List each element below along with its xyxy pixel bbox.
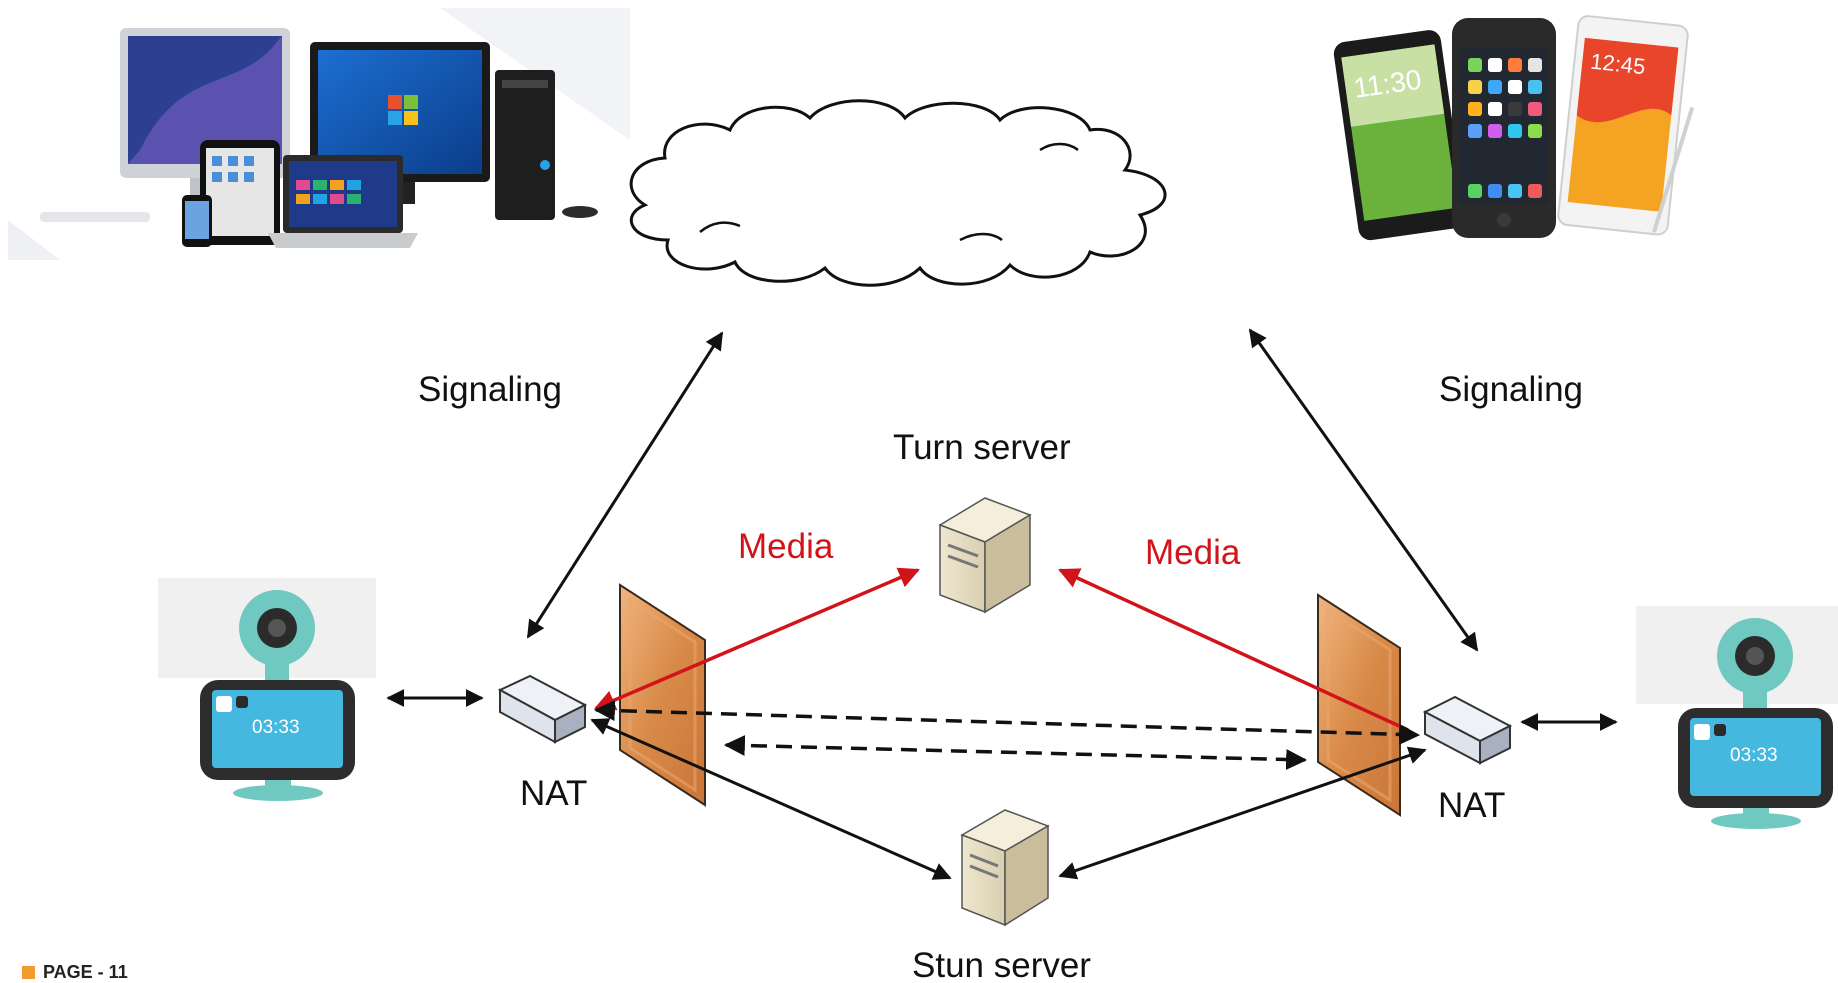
nat-label-left: NAT (520, 774, 588, 813)
signaling-label-left: Signaling (418, 370, 562, 409)
imac-icon (40, 28, 290, 222)
firewall-left (619, 583, 706, 807)
robot-left-clock: 03:33 (252, 717, 300, 738)
signaling-arrow-left (526, 331, 724, 639)
page-number: PAGE - 11 (43, 962, 128, 982)
robot-device-left: 03:33 (158, 578, 376, 801)
page-number-footer: PAGE - 11 (22, 963, 128, 981)
computer-devices-group (8, 8, 630, 260)
p2p-dashed-arrow-lower (723, 734, 1308, 771)
nat-box-left-icon (497, 674, 588, 744)
nat-label-right: NAT (1438, 786, 1506, 825)
phone-small-icon (182, 195, 212, 247)
desktop-tower-icon (495, 70, 598, 220)
turn-server-label: Turn server (893, 428, 1071, 467)
device-nat-links (386, 689, 1618, 731)
tablet-icon (200, 140, 280, 245)
windows-monitor-icon (310, 42, 490, 204)
stun-arrow-right (1058, 746, 1427, 880)
galaxy-note-icon: 12:45 (1557, 15, 1695, 236)
media-label-left: Media (738, 527, 834, 566)
signaling-arrows (526, 328, 1479, 652)
nat-box-right-icon (1422, 695, 1513, 765)
media-label-right: Media (1145, 533, 1241, 572)
robot-device-right: 03:33 (1636, 606, 1838, 829)
turn-server-icon (938, 497, 1032, 614)
stun-arrow-left (590, 718, 952, 880)
footer-square-icon (22, 965, 35, 979)
android-phone-left-icon: 11:30 (1333, 30, 1466, 241)
stun-server-label: Stun server (912, 946, 1091, 983)
signaling-arrow-right (1248, 328, 1479, 652)
iphone-icon (1452, 18, 1556, 238)
p2p-dashed-arrow-upper (593, 700, 1421, 745)
right-phone-clock: 12:45 (1589, 49, 1646, 80)
media-arrow-left (594, 567, 920, 711)
signaling-label-right: Signaling (1439, 370, 1583, 409)
laptop-icon (268, 155, 418, 248)
stun-arrows (590, 718, 1427, 880)
robot-right-clock: 03:33 (1730, 745, 1778, 766)
smartphones-group: 11:30 12:45 (1333, 15, 1695, 241)
internet-cloud (629, 99, 1167, 287)
p2p-dashed-arrows (593, 700, 1421, 771)
stun-server-icon (960, 809, 1050, 927)
